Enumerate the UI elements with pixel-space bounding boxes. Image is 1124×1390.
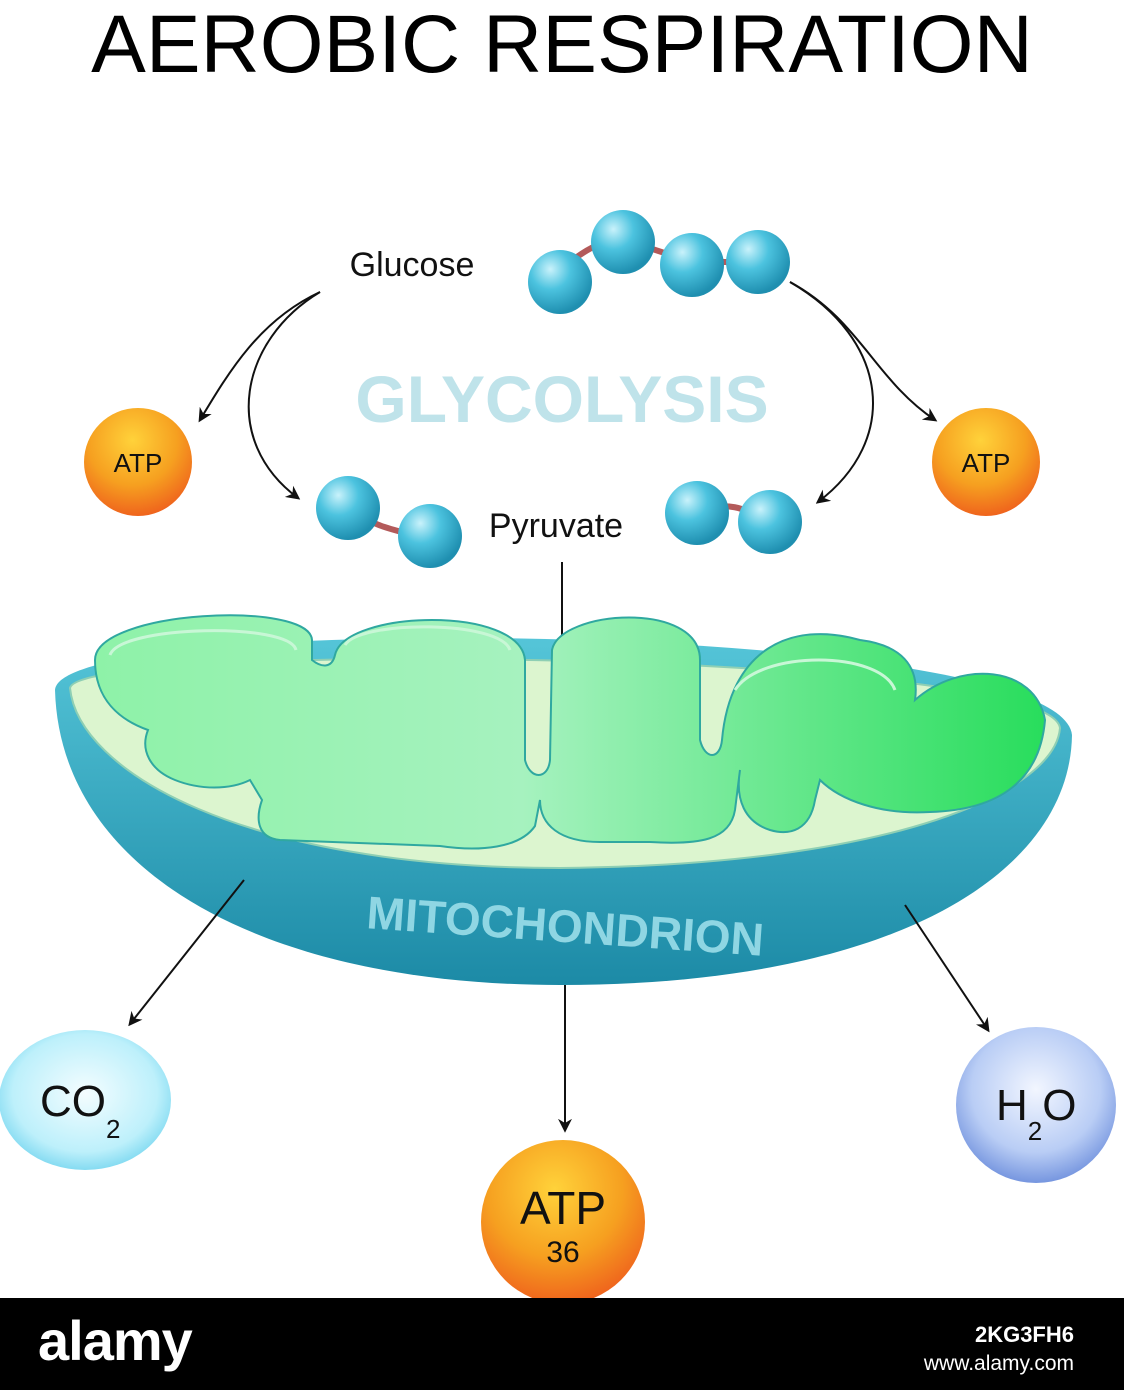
alamy-url-link[interactable]: www.alamy.com <box>923 1352 1074 1375</box>
h2o-sphere <box>956 1027 1116 1183</box>
pyruvate-molecule-right <box>665 481 802 554</box>
atp-main-count: 36 <box>546 1236 579 1269</box>
alamy-logo: alamy <box>38 1309 193 1372</box>
atp-left-label: ATP <box>114 448 163 478</box>
watermark-footer: alamy 2KG3FH6 www.alamy.com <box>0 1298 1124 1390</box>
mitochondrion <box>55 614 1072 985</box>
pyruvate-molecule-left <box>316 476 462 568</box>
co2-sphere <box>0 1030 171 1170</box>
atp-left-sphere <box>84 408 192 516</box>
glucose-molecule <box>528 210 790 314</box>
glucose-label: Glucose <box>350 246 475 284</box>
diagram-title: AEROBIC RESPIRATION <box>91 0 1033 90</box>
co2-label: CO2 <box>40 1077 120 1144</box>
aerobic-respiration-diagram: AEROBIC RESPIRATION Glucose GLYCOLYSIS A… <box>0 0 1116 1298</box>
glycolysis-label: GLYCOLYSIS <box>355 362 768 436</box>
atp-right-sphere <box>932 408 1040 516</box>
h2o-label: H2O <box>996 1081 1076 1146</box>
glycolysis-arrows <box>198 281 938 504</box>
product-arrows <box>128 879 990 1133</box>
atp-main-sphere <box>481 1140 645 1298</box>
pyruvate-label: Pyruvate <box>489 507 623 545</box>
atp-right-label: ATP <box>962 448 1011 478</box>
image-id-text: 2KG3FH6 <box>974 1322 1074 1347</box>
atp-main-label: ATP <box>520 1182 606 1234</box>
